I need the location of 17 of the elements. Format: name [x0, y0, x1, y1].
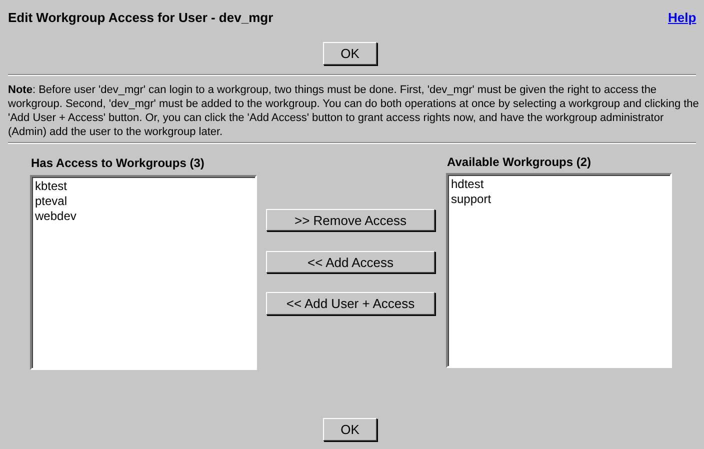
- add-user-access-button: << Add User + Access: [266, 292, 435, 315]
- list-item: support: [451, 192, 492, 207]
- list-item: webdev: [35, 209, 78, 224]
- note-paragraph: Note: Before user 'dev_mgr' can login to a workgroup, two things must be done. First, 'dev_mgr' must be given the right to access the workgroup. Second, 'dev_mgr' must be added to the workgroup. You can do both operations at once by selecting a workgroup and clicking the 'Add User + Access' button. Or, you can click the 'Add Access' button to grant access rights now, and have the workgroup administrator (Admin) add the user to the workgroup later.: [8, 83, 700, 139]
- help-link: Help: [668, 10, 696, 25]
- workgroup-list: [446, 173, 672, 368]
- list-item: kbtest: [35, 179, 68, 194]
- list-heading: Available Workgroups (2): [447, 155, 592, 169]
- list-item: pteval: [35, 194, 68, 209]
- list-heading: Has Access to Workgroups (3): [31, 156, 204, 170]
- remove-access-button: >> Remove Access: [266, 209, 435, 231]
- add-access-button: << Add Access: [266, 251, 435, 273]
- workgroup-list: [30, 175, 257, 370]
- ok-button: OK: [323, 418, 377, 441]
- ok-button: OK: [323, 42, 377, 65]
- page-title: Edit Workgroup Access for User - dev_mgr: [8, 10, 274, 25]
- list-item: hdtest: [451, 177, 485, 192]
